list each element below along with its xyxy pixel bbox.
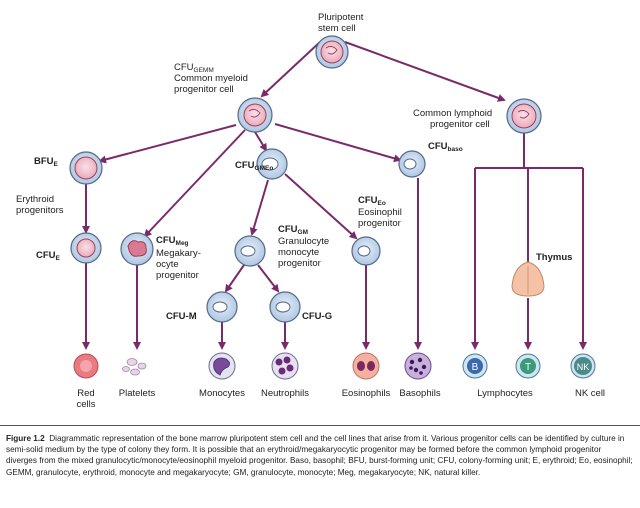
neutrophil-icon — [271, 352, 299, 380]
arrow-myeloid-to-meg — [143, 129, 246, 238]
red-cells-label-2: cells — [76, 399, 95, 410]
gmeo-cell — [256, 148, 288, 180]
eosinophil-icon — [352, 352, 380, 380]
erythroid-label-2: progenitors — [16, 205, 64, 216]
arrow-gmeo-to-eo — [284, 173, 358, 240]
eo-desc-1: Eosinophil — [358, 207, 402, 218]
eo-label: CFUEo — [358, 195, 386, 207]
lymphocytes-label: Lymphocytes — [477, 388, 533, 399]
monocyte-icon — [208, 352, 236, 380]
gm-desc-2: monocyte — [278, 247, 319, 258]
meg-desc-1: Megakary- — [156, 248, 201, 259]
figure-caption: Figure 1.2 Diagrammatic representation o… — [6, 433, 634, 478]
b-cell-icon: B — [462, 353, 488, 379]
red-cells-label-1: Red — [77, 388, 94, 399]
diagram-canvas: B T NK Pluripotent stem cell CFUGEMM Com… — [16, 12, 605, 410]
stem-label-1: Pluripotent — [318, 12, 364, 23]
eosinophils-label: Eosinophils — [342, 388, 391, 399]
cfum-label: CFU-M — [166, 311, 197, 322]
cfue-label: CFUE — [36, 250, 61, 262]
nk-cell-letter: NK — [577, 362, 590, 372]
platelets-label: Platelets — [119, 388, 156, 399]
monocytes-label: Monocytes — [199, 388, 245, 399]
b-cell-letter: B — [472, 362, 479, 373]
meg-progenitor-cell — [120, 232, 154, 266]
lymphoid-progenitor-cell — [506, 98, 542, 134]
erythroid-label-1: Erythroid — [16, 194, 54, 205]
nk-cell-label: NK cell — [575, 388, 605, 399]
bfue-label: BFUE — [34, 156, 59, 168]
lineage-arrows — [82, 41, 587, 350]
myeloid-progenitor-cell — [237, 97, 273, 133]
gm-label: CFUGM — [278, 224, 308, 236]
meg-label: CFUMeg — [156, 235, 189, 247]
basophil-icon — [404, 352, 432, 380]
gemm-label: CFUGEMM — [174, 62, 214, 74]
red-cell-icon — [73, 353, 99, 379]
gemm-desc-1: Common myeloid — [174, 73, 248, 84]
arrow-myeloid-to-bfue — [98, 124, 237, 164]
neutrophils-label: Neutrophils — [261, 388, 309, 399]
hematopoiesis-diagram: B T NK Pluripotent stem cell CFUGEMM Com… — [16, 12, 605, 410]
gemm-desc-2: progenitor cell — [174, 84, 234, 95]
t-cell-letter: T — [525, 362, 531, 373]
eo-desc-2: progenitor — [358, 218, 401, 229]
cfug-label: CFU-G — [302, 311, 332, 322]
caption-text: Diagrammatic representation of the bone … — [6, 434, 633, 477]
stem-cell — [315, 35, 349, 69]
platelets-icon — [122, 358, 147, 376]
stem-label-2: stem cell — [318, 23, 355, 34]
nk-cell-icon: NK — [570, 353, 596, 379]
figure-label: Figure 1.2 — [6, 434, 45, 443]
eo-progenitor-cell — [351, 236, 381, 266]
cfug-cell — [269, 291, 301, 323]
arrow-stem-to-myeloid — [260, 41, 321, 98]
cfum-cell — [206, 291, 238, 323]
gmeo-label: CFUGMEo — [235, 160, 273, 172]
arrow-gmeo-to-gm — [249, 179, 269, 236]
cfue-cell — [70, 232, 102, 264]
bfue-cell — [69, 151, 103, 185]
arrow-stem-to-lymphoid — [344, 41, 506, 102]
arrow-gm-to-cfug — [257, 264, 280, 293]
gm-desc-3: progenitor — [278, 258, 321, 269]
arrow-gm-to-cfum — [224, 264, 245, 293]
thymus-icon — [511, 261, 545, 297]
gm-desc-1: Granulocyte — [278, 236, 329, 247]
arrow-myeloid-to-baso — [274, 123, 402, 163]
baso-label: CFUbaso — [428, 141, 463, 153]
t-cell-icon: T — [515, 353, 541, 379]
baso-progenitor-cell — [398, 150, 426, 178]
caption-divider — [0, 425, 640, 426]
thymus-label: Thymus — [536, 252, 572, 263]
meg-desc-2: ocyte — [156, 259, 179, 270]
arrow-myeloid-to-gmeo — [254, 131, 268, 152]
lymphoid-label-2: progenitor cell — [430, 119, 490, 130]
basophils-label: Basophils — [399, 388, 440, 399]
meg-desc-3: progenitor — [156, 270, 199, 281]
gm-progenitor-cell — [234, 235, 266, 267]
lymphoid-label-1: Common lymphoid — [413, 108, 492, 119]
